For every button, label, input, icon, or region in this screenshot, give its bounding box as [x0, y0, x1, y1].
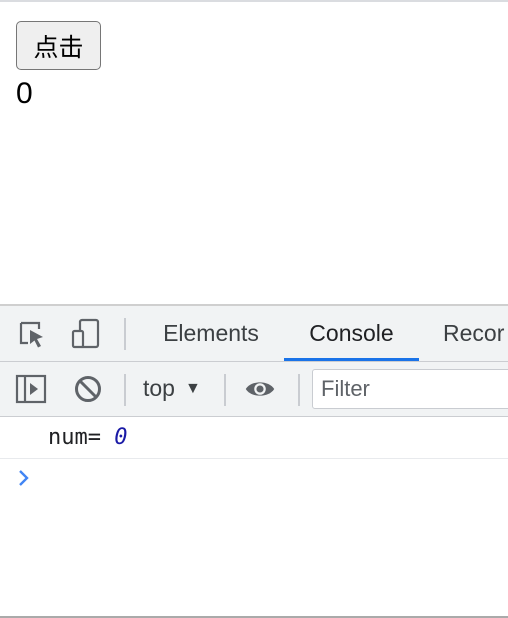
device-toolbar-icon[interactable]	[70, 318, 102, 350]
bottom-border	[0, 616, 508, 618]
devtools-panel: Elements Console Recor top ▼	[0, 304, 508, 618]
console-toolbar: top ▼	[0, 362, 508, 417]
counter-value: 0	[16, 77, 33, 110]
tab-elements[interactable]: Elements	[163, 320, 259, 346]
log-label: num=	[48, 425, 115, 450]
eye-icon[interactable]	[244, 373, 276, 405]
console-log-row: num= 0	[0, 417, 508, 459]
inspect-element-icon[interactable]	[16, 318, 48, 350]
devtools-tab-bar: Elements Console Recor	[0, 306, 508, 362]
context-selector[interactable]: top ▼	[143, 375, 201, 402]
click-button[interactable]: 点击	[16, 21, 101, 70]
clear-console-icon[interactable]	[72, 373, 104, 405]
tab-recorder[interactable]: Recor	[443, 320, 505, 346]
filter-input[interactable]	[312, 369, 508, 409]
toolbar-divider	[298, 374, 300, 406]
page-viewport: 点击 0	[0, 0, 508, 304]
context-label: top	[143, 375, 175, 401]
prompt-chevron-icon[interactable]	[16, 466, 36, 490]
tab-console[interactable]: Console	[284, 306, 419, 361]
sidebar-toggle-icon[interactable]	[15, 373, 47, 405]
dropdown-arrow-icon: ▼	[184, 379, 201, 397]
log-value: 0	[114, 425, 128, 450]
toolbar-divider	[124, 374, 126, 406]
toolbar-divider	[124, 318, 126, 350]
toolbar-divider	[224, 374, 226, 406]
